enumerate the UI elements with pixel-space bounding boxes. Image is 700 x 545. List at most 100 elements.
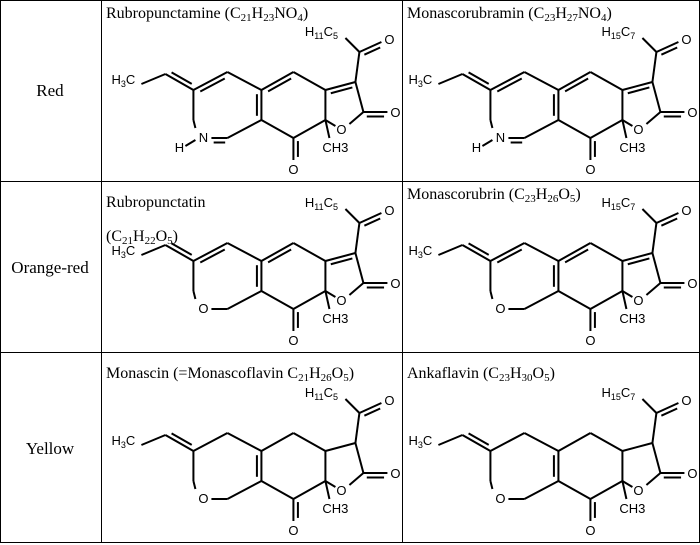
- ring-bond: [292, 119, 326, 139]
- ring-oxygen: O: [336, 122, 346, 137]
- acyl-oxygen: O: [384, 32, 394, 47]
- ring-bond: [589, 432, 623, 452]
- acyl-bond: [651, 51, 658, 83]
- methyl-bond: [324, 480, 331, 500]
- ring-bond: [523, 432, 559, 452]
- ring-bond: [489, 480, 494, 490]
- lactone-oxygen: O: [687, 466, 697, 481]
- ring-bond: [292, 290, 326, 310]
- acyl-oxygen: O: [384, 393, 394, 408]
- methyl-bond: [621, 480, 628, 500]
- carbonyl-bond: [292, 138, 299, 160]
- ring-bond: [523, 290, 559, 310]
- acyl-carbonyl: [656, 212, 679, 227]
- ring-bond: [348, 111, 365, 125]
- ring-bond: [621, 290, 633, 298]
- ring-bond: [325, 442, 356, 452]
- carbonyl-bond: [660, 472, 685, 479]
- carbonyl-oxygen: O: [288, 523, 298, 538]
- acyl-chain-bond: [641, 37, 658, 53]
- carbonyl-bond: [363, 282, 388, 289]
- hydrogen-atom: H: [472, 140, 481, 155]
- propenyl-bond: [141, 244, 166, 256]
- row-label-yellow: Yellow: [25, 439, 75, 458]
- ring-bond: [292, 432, 326, 452]
- methyl-left-label: H3C: [112, 72, 136, 89]
- ring-bond: [557, 480, 591, 500]
- side-chain-label: H15C7: [602, 385, 636, 402]
- ring-bond: [324, 119, 336, 127]
- methyl-left-label: H3C: [409, 72, 433, 89]
- carbonyl-bond: [589, 499, 596, 521]
- ring-bond: [324, 480, 336, 488]
- nitrogen-atom: N: [496, 130, 505, 145]
- carbonyl-bond: [292, 499, 299, 521]
- ring-bond: [557, 290, 591, 310]
- ring-oxygen: O: [633, 293, 643, 308]
- row-divider-1: [0, 181, 700, 182]
- ring-bond: [622, 81, 653, 95]
- carbonyl-bond: [589, 309, 596, 331]
- nitrogen-atom: N: [199, 130, 208, 145]
- carbonyl-bond: [589, 138, 596, 160]
- acyl-bond: [354, 222, 361, 254]
- ring-bond: [354, 252, 365, 284]
- propenyl-bond: [438, 244, 463, 256]
- ring-oxygen: O: [633, 483, 643, 498]
- acyl-chain-bond: [641, 208, 658, 224]
- propenyl-bond: [164, 242, 194, 262]
- n-h-bond: [481, 139, 493, 147]
- ring-bond: [255, 90, 263, 120]
- acyl-carbonyl: [359, 212, 382, 227]
- propenyl-bond: [164, 432, 194, 452]
- ring-bond: [589, 480, 623, 500]
- ring-bond: [523, 71, 559, 91]
- methyl-bond: [621, 119, 628, 139]
- ring-bond: [651, 81, 662, 113]
- ring-bond: [523, 119, 559, 139]
- ring-bond: [645, 111, 662, 125]
- side-chain-label: H11C5: [305, 385, 338, 402]
- lactone-oxygen: O: [390, 276, 400, 291]
- ring-bond: [589, 119, 623, 139]
- ring-bond: [292, 480, 326, 500]
- ring-bond: [192, 242, 228, 264]
- ring-bond: [589, 290, 623, 310]
- ring-bond: [192, 71, 228, 93]
- table-border-top: [0, 0, 700, 1]
- ring-oxygen: O: [336, 293, 346, 308]
- side-chain-label: H11C5: [305, 195, 338, 212]
- ring-bond: [557, 242, 591, 264]
- ring-bond: [260, 290, 294, 310]
- ring-bond: [645, 472, 662, 486]
- ring-bond: [260, 71, 294, 93]
- oxygen-atom: O: [198, 491, 208, 506]
- compound-name: Ankaflavin (C23H30O5): [407, 365, 555, 384]
- ring-bond: [226, 242, 262, 262]
- ring-bond: [523, 242, 559, 262]
- ring-bond: [226, 71, 262, 91]
- ring-bond: [226, 290, 262, 310]
- acyl-carbonyl: [359, 41, 382, 56]
- propenyl-bond: [461, 242, 491, 262]
- ring-bond: [557, 71, 591, 93]
- ring-bond: [192, 290, 197, 300]
- methyl-bond: [324, 119, 331, 139]
- propenyl-bond: [438, 434, 463, 446]
- carbonyl-oxygen: O: [288, 162, 298, 177]
- acyl-carbonyl: [359, 402, 382, 417]
- carbonyl-bond: [363, 111, 388, 118]
- ring-bond: [324, 290, 336, 298]
- ring-bond: [260, 242, 294, 264]
- ring-bond: [354, 442, 365, 474]
- column-divider-1: [101, 0, 102, 543]
- ring-bond: [651, 442, 662, 474]
- column-divider-2: [402, 0, 403, 543]
